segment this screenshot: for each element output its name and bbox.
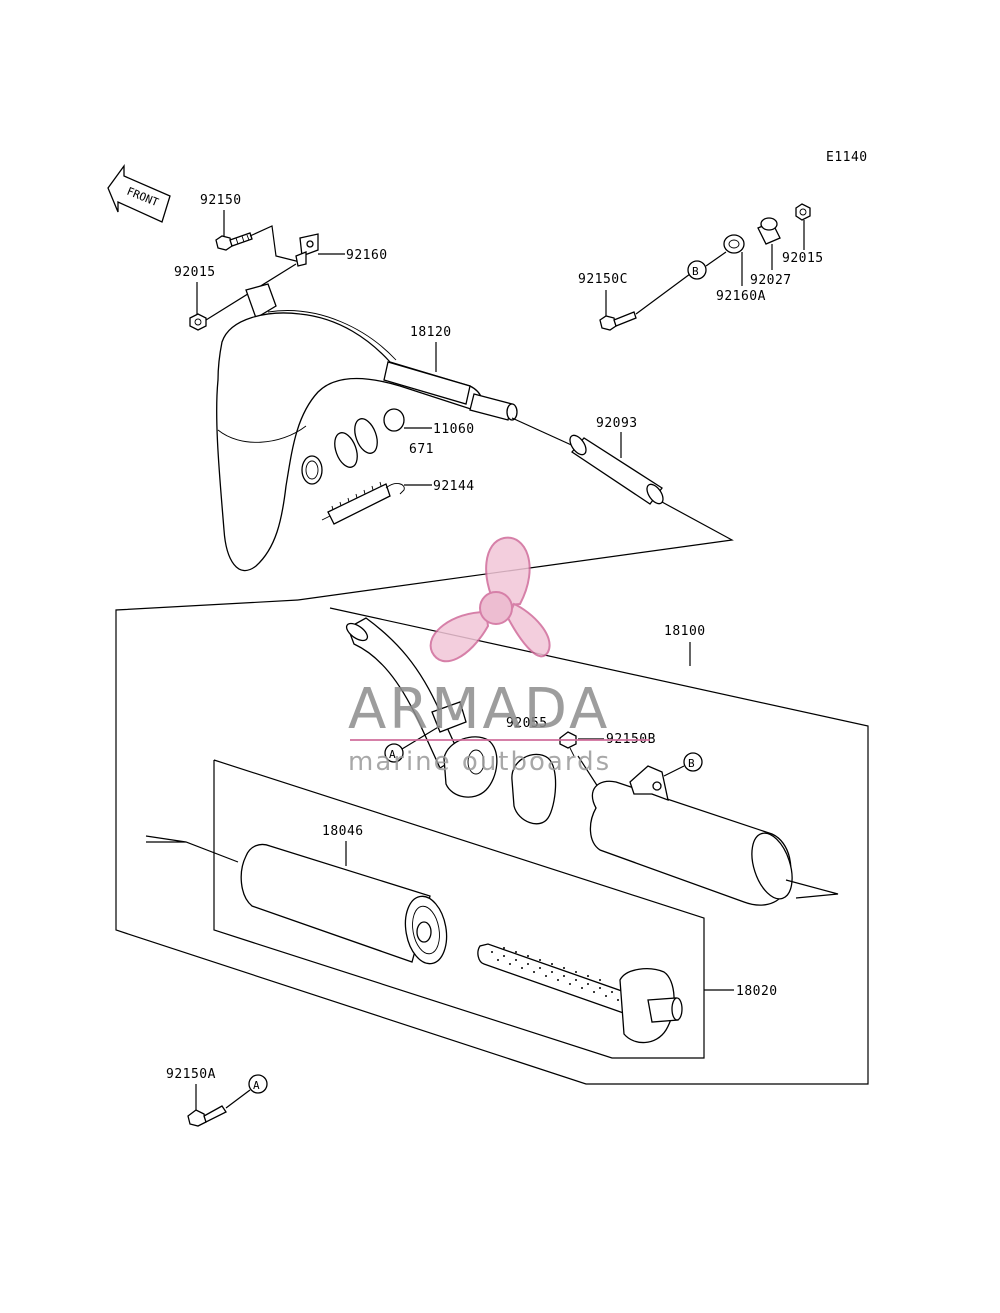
watermark-title: ARMADA bbox=[348, 677, 610, 742]
svg-text:92027: 92027 bbox=[750, 273, 792, 288]
inner-assembly-18020: 18020 bbox=[213, 759, 778, 1059]
svg-text:18046: 18046 bbox=[322, 824, 364, 839]
svg-text:18100: 18100 bbox=[664, 624, 706, 639]
o-rings-11060: 11060 671 bbox=[334, 408, 475, 468]
muffler-assembly-18100: 18100 bbox=[115, 599, 869, 1085]
diagram-code: E1140 bbox=[826, 150, 868, 165]
bolt-92150: 92150 bbox=[200, 193, 301, 263]
muffler-body bbox=[589, 765, 839, 906]
watermark-subtitle: marine outboards bbox=[348, 747, 611, 777]
svg-text:92015: 92015 bbox=[174, 265, 216, 280]
svg-text:B: B bbox=[692, 265, 699, 278]
washer-92160A: 92160A bbox=[716, 234, 766, 304]
svg-text:92093: 92093 bbox=[596, 416, 638, 431]
svg-text:671: 671 bbox=[409, 442, 434, 457]
sleeve-92093: 92093 bbox=[297, 416, 734, 601]
svg-text:92150A: 92150A bbox=[166, 1067, 216, 1082]
nut-92015-left: 92015 bbox=[174, 263, 297, 331]
svg-text:18120: 18120 bbox=[410, 325, 452, 340]
svg-text:92055: 92055 bbox=[506, 716, 548, 731]
front-arrow-icon: FRONT bbox=[107, 164, 171, 223]
callout-b-upper: B bbox=[687, 251, 727, 280]
svg-text:B: B bbox=[688, 757, 695, 770]
armada-watermark-logo: ARMADA marine outboards bbox=[348, 536, 650, 777]
svg-text:11060: 11060 bbox=[433, 422, 475, 437]
propeller-icon bbox=[429, 536, 551, 663]
bracket-92160: 92160 bbox=[295, 233, 388, 267]
svg-text:92150C: 92150C bbox=[578, 272, 628, 287]
shell-18046: 18046 bbox=[145, 824, 448, 965]
callout-a-lower: A bbox=[248, 1074, 268, 1094]
nut-92015-right: 92015 bbox=[782, 203, 824, 266]
bolt-92150C: 92150C bbox=[578, 272, 691, 331]
expansion-chamber-18120: 18120 bbox=[216, 283, 518, 572]
collar-92027: 92027 bbox=[750, 217, 792, 288]
svg-text:A: A bbox=[389, 748, 396, 761]
svg-text:A: A bbox=[253, 1079, 260, 1092]
callout-a-upper: A bbox=[384, 725, 441, 763]
svg-text:92150: 92150 bbox=[200, 193, 242, 208]
perforated-core bbox=[477, 943, 683, 1044]
callout-b-lower: B bbox=[663, 752, 703, 777]
svg-text:92144: 92144 bbox=[433, 479, 475, 494]
svg-text:92160A: 92160A bbox=[716, 289, 766, 304]
gasket-92055: 92055 bbox=[506, 716, 557, 825]
svg-text:18020: 18020 bbox=[736, 984, 778, 999]
svg-text:92015: 92015 bbox=[782, 251, 824, 266]
spring-92144: 92144 bbox=[321, 479, 475, 525]
svg-text:92160: 92160 bbox=[346, 248, 388, 263]
bolt-92150A: 92150A bbox=[166, 1067, 251, 1127]
